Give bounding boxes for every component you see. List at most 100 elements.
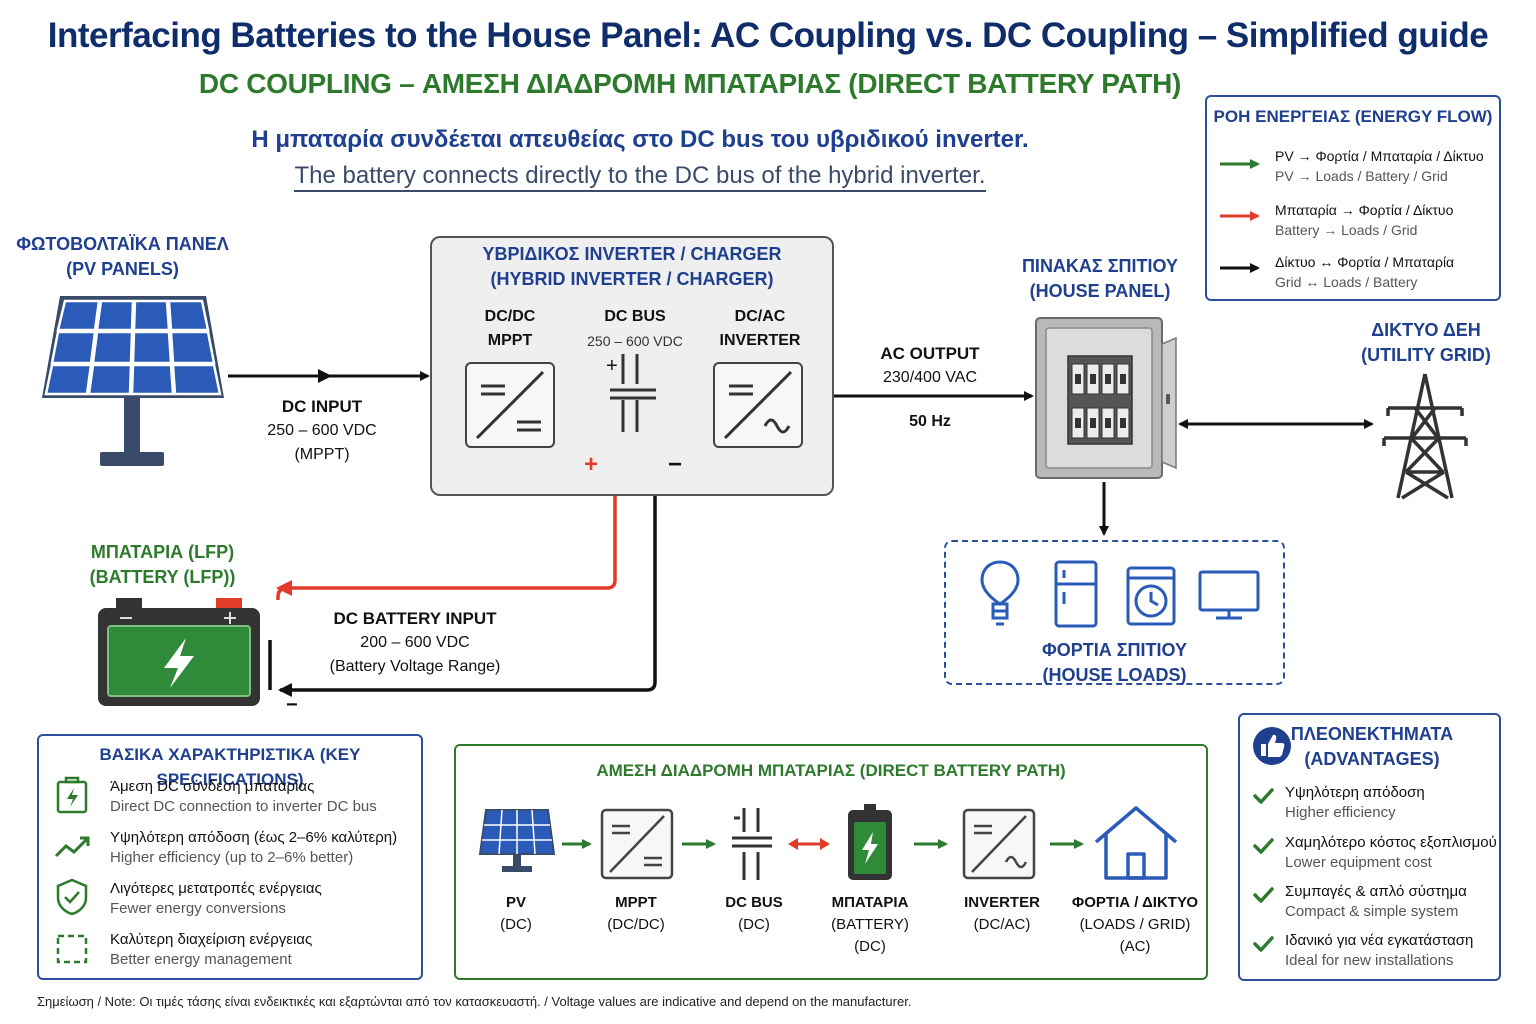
ac-output-title: AC OUTPUT xyxy=(880,344,980,363)
path-step-l1: INVERTER xyxy=(964,894,1040,911)
washing-machine-icon xyxy=(1126,566,1176,626)
pv-label: ΦΩΤΟΒΟΛΤΑΪΚΑ ΠΑΝΕΛ (PV PANELS) xyxy=(10,232,235,282)
path-step-l2: (DC) xyxy=(500,916,532,933)
legend-item-en: Battery → Loads / Grid xyxy=(1275,222,1418,238)
mini-house-icon xyxy=(1094,806,1178,880)
battery-positive-arrow xyxy=(276,580,292,596)
dc-ac-inverter-icon xyxy=(723,370,793,440)
house-loads-label: ΦΟΡΤΙΑ ΣΠΙΤΙΟΥ (HOUSE LOADS) xyxy=(944,638,1285,688)
advantages-checks xyxy=(1253,788,1274,952)
path-bidirectional-arrow xyxy=(788,838,830,850)
advantages-box xyxy=(1238,713,1501,981)
path-step-l2: (LOADS / GRID) xyxy=(1079,916,1191,933)
house-loads-label-en: (HOUSE LOADS) xyxy=(1042,665,1187,685)
dc-bus-label-l2: 250 – 600 VDC xyxy=(587,333,683,349)
path-step-labels: PV (DC) MPPT (DC/DC) DC BUS (DC) ΜΠΑΤΑΡΙ… xyxy=(454,892,1208,962)
dc-input-labels: DC INPUT 250 – 600 VDC (MPPT) xyxy=(252,394,392,467)
dc-bus-minus-sign: − xyxy=(668,451,683,478)
path-step-l1: PV xyxy=(505,894,526,911)
advantage-item: Χαμηλότερο κόστος εξοπλισμού Lower equip… xyxy=(1285,833,1497,882)
check-icon xyxy=(1253,887,1274,903)
spec-item-gr: Υψηλότερη απόδοση (έως 2–6% καλύτερη) xyxy=(110,829,398,846)
advantage-item: Υψηλότερη απόδοση Higher efficiency xyxy=(1285,783,1497,833)
path-step: PV (DC) xyxy=(476,892,556,936)
mppt-label-l2: MPPT xyxy=(487,332,533,349)
ac-output-voltage: 230/400 VAC xyxy=(883,369,977,386)
mini-solar-panel-icon xyxy=(478,809,556,872)
advantages-list: Υψηλότερη απόδοση Higher efficiency Χαμη… xyxy=(1285,783,1497,971)
mppt-label-l1: DC/DC xyxy=(484,308,536,325)
battery-positive-line xyxy=(276,462,617,600)
advantage-item-en: Ideal for new installations xyxy=(1285,952,1454,969)
spec-item-en: Direct DC connection to inverter DC bus xyxy=(110,798,377,815)
advantages-title-en: (ADVANTAGES) xyxy=(1304,749,1440,769)
spec-item: Άμεση DC σύνδεση μπαταρίας Direct DC con… xyxy=(110,777,420,828)
legend-arrows xyxy=(1220,159,1260,273)
advantage-item-gr: Υψηλότερη απόδοση xyxy=(1285,784,1425,801)
path-step-l2: (BATTERY) xyxy=(831,916,909,933)
lead-english-text: The battery connects directly to the DC … xyxy=(294,162,986,192)
key-specifications-box xyxy=(37,734,423,980)
legend-item-gr: Μπαταρία → Φορτία / Δίκτυο xyxy=(1275,202,1454,218)
spec-item-en: Fewer energy conversions xyxy=(110,900,286,917)
path-title: ΑΜΕΣΗ ΔΙΑΔΡΟΜΗ ΜΠΑΤΑΡΙΑΣ (DIRECT BATTERY… xyxy=(596,761,1066,780)
battery-input-range: 200 – 600 VDC xyxy=(360,634,470,651)
mppt-converter-box xyxy=(465,362,555,448)
path-step-l2: (DC/DC) xyxy=(607,916,665,933)
transmission-tower-icon xyxy=(1382,373,1468,500)
battery-minus-sign: − xyxy=(286,694,298,716)
path-icons xyxy=(478,804,1178,880)
ac-output-frequency: 50 Hz xyxy=(909,413,951,430)
spec-item: Λιγότερες μετατροπές ενέργειας Fewer ene… xyxy=(110,879,420,930)
spec-item: Καλύτερη διαχείριση ενέργειας Better ene… xyxy=(110,930,420,970)
dashed-square-icon xyxy=(56,934,88,964)
dc-bus-capacitor-icon: + xyxy=(606,354,656,432)
advantages-title: ΠΛΕΟΝΕΚΤΗΜΑΤΑ (ADVANTAGES) xyxy=(1290,722,1454,772)
lead-greek: Η μπαταρία συνδέεται απευθείας στο DC bu… xyxy=(251,126,1029,153)
dcac-label-l2: INVERTER xyxy=(719,332,801,349)
advantage-item-en: Compact & simple system xyxy=(1285,903,1459,920)
path-step: ΦΟΡΤΙΑ / ΔΙΚΤΥΟ (LOADS / GRID) (AC) xyxy=(1070,892,1200,958)
dc-input-title: DC INPUT xyxy=(281,397,363,416)
battery-label: ΜΠΑΤΑΡΙΑ (LFP) (BATTERY (LFP)) xyxy=(60,540,265,590)
specs-list: Άμεση DC σύνδεση μπαταρίας Direct DC con… xyxy=(110,777,420,970)
dc-input-note: (MPPT) xyxy=(294,446,350,463)
dcac-inverter-box xyxy=(713,362,803,448)
house-panel-label-gr: ΠΙΝΑΚΑΣ ΣΠΙΤΙΟΥ xyxy=(1021,256,1179,276)
inverter-title-en: (HYBRID INVERTER / CHARGER) xyxy=(490,269,774,289)
mppt-label: DC/DC MPPT xyxy=(460,305,560,353)
dc-bus-label: DC BUS 250 – 600 VDC xyxy=(575,305,695,353)
path-step-l1: MPPT xyxy=(615,894,657,911)
legend-item: PV → Φορτία / Μπαταρία / Δίκτυο PV → Loa… xyxy=(1275,146,1497,200)
advantage-item: Συμπαγές & απλό σύστημα Compact & simple… xyxy=(1285,882,1497,931)
path-step-l3: (AC) xyxy=(1119,938,1151,955)
solar-panel-icon xyxy=(42,296,224,466)
dcac-label: DC/AC INVERTER xyxy=(705,305,815,353)
battery-negative-arrow xyxy=(278,683,292,697)
check-icon xyxy=(1253,838,1274,854)
battery-label-gr: ΜΠΑΤΑΡΙΑ (LFP) xyxy=(90,542,235,562)
path-step: INVERTER (DC/AC) xyxy=(954,892,1050,936)
legend-item-en: PV → Loads / Battery / Grid xyxy=(1275,168,1448,184)
pv-label-gr: ΦΩΤΟΒΟΛΤΑΪΚΑ ΠΑΝΕΛ xyxy=(16,234,229,254)
check-icon xyxy=(1253,788,1274,804)
battery-input-note: (Battery Voltage Range) xyxy=(329,658,501,675)
advantage-item-en: Higher efficiency xyxy=(1285,804,1396,821)
battery-icon xyxy=(98,598,260,706)
advantage-item: Ιδανικό για νέα εγκατάσταση Ideal for ne… xyxy=(1285,931,1497,971)
dc-dc-converter-icon xyxy=(475,370,545,440)
fridge-icon xyxy=(1054,560,1098,628)
thumbs-up-icon xyxy=(1253,727,1291,765)
light-bulb-icon xyxy=(980,560,1020,626)
utility-grid-label-en: (UTILITY GRID) xyxy=(1361,345,1491,365)
pv-label-en: (PV PANELS) xyxy=(66,259,179,279)
house-panel-icon xyxy=(1035,317,1177,479)
path-step: MPPT (DC/DC) xyxy=(592,892,680,936)
path-step-l1: ΦΟΡΤΙΑ / ΔΙΚΤΥΟ xyxy=(1071,894,1199,911)
path-step: DC BUS (DC) xyxy=(710,892,798,936)
battery-input-title: DC BATTERY INPUT xyxy=(333,609,497,628)
advantage-item-gr: Συμπαγές & απλό σύστημα xyxy=(1285,883,1467,900)
page-subtitle: DC COUPLING – ΑΜΕΣΗ ΔΙΑΔΡΟΜΗ ΜΠΑΤΑΡΙΑΣ (… xyxy=(198,68,1182,99)
check-icon xyxy=(1253,936,1274,952)
spec-item: Υψηλότερη απόδοση (έως 2–6% καλύτερη) Hi… xyxy=(110,828,420,879)
